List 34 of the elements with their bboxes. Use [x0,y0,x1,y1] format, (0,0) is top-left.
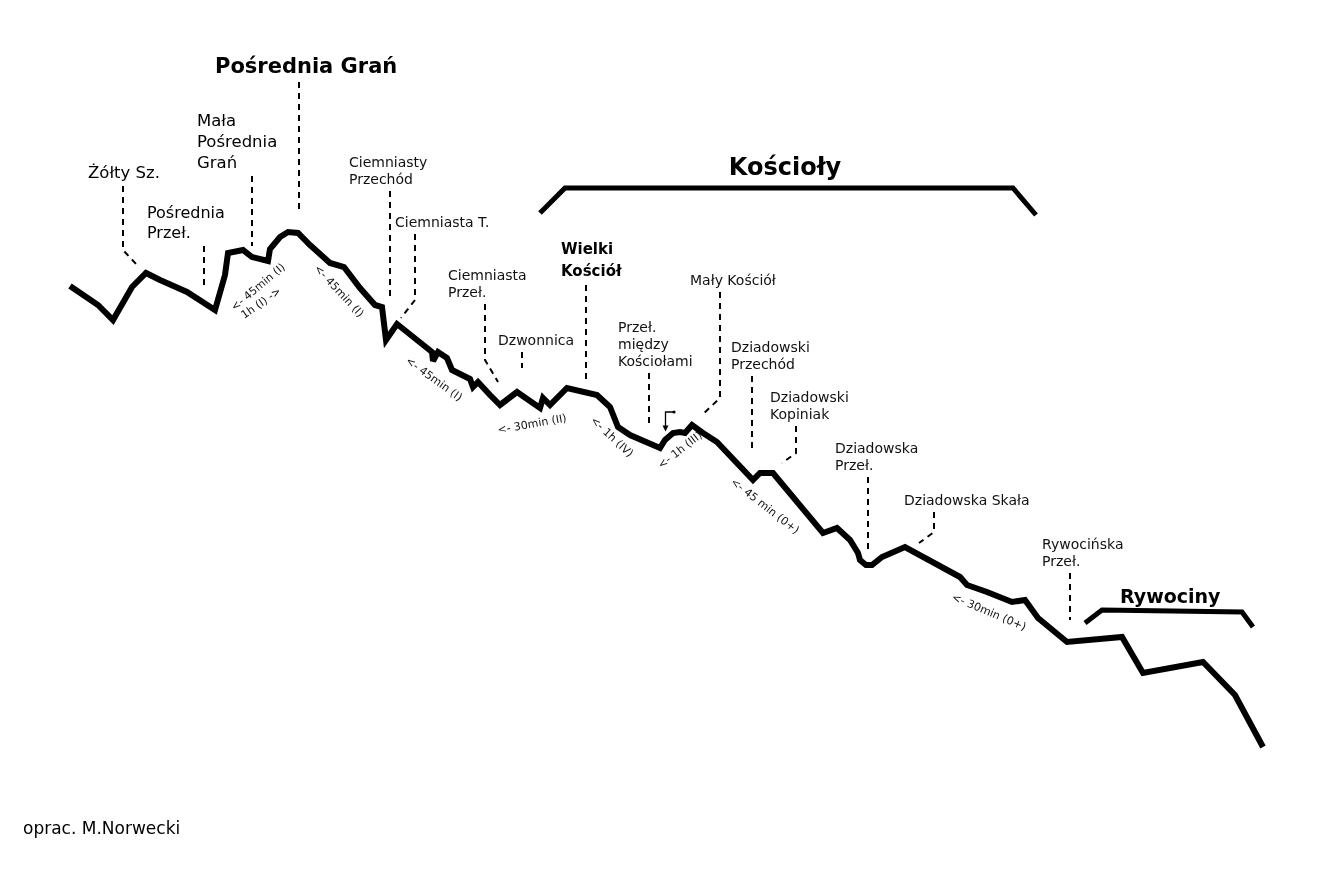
leader-line [918,511,935,544]
place-label: Dziadowska Przeł. [835,440,919,474]
place-label: Ciemniasta T. [395,214,490,231]
leader-line [751,375,753,451]
place-label: Ciemniasty Przechód [349,154,428,188]
place-label: Mały Kościół [690,272,776,289]
place-label: Dziadowski Kopiniak [770,389,849,423]
place-label: Pośrednia Przeł. [147,203,225,243]
leader-line [484,303,499,383]
group-label: Rywociny [1120,585,1221,607]
leader-line [251,175,253,247]
time-label: <- 1h (III) [655,428,705,472]
leader-line [701,291,721,416]
leader-line [521,351,523,369]
place-label: Dziadowski Przechód [731,339,810,373]
place-label: Wielki Kościół [561,238,622,282]
leader-line [1069,572,1071,621]
place-label: Żółty Sz. [88,162,160,183]
place-label: Pośrednia Grań [215,53,398,79]
leader-line [400,233,416,319]
leader-line [648,372,650,424]
time-label: <- 1h (IV) [588,414,636,460]
leader-line [122,185,138,266]
group-label: Kościoły [728,153,842,181]
author-credit: oprac. M.Norwecki [23,818,181,838]
place-label: Mała Pośrednia Grań [197,110,278,173]
place-label: Dzwonnica [498,332,575,349]
place-label: Przeł. między Kościołami [618,319,693,370]
place-label: Dziadowska Skała [904,492,1030,509]
leader-line [781,425,797,464]
place-label: Rywocińska Przeł. [1042,536,1124,570]
leader-line [203,245,205,286]
time-label: <- 30min (II) [496,411,568,437]
place-label: Ciemniasta Przeł. [448,267,527,301]
